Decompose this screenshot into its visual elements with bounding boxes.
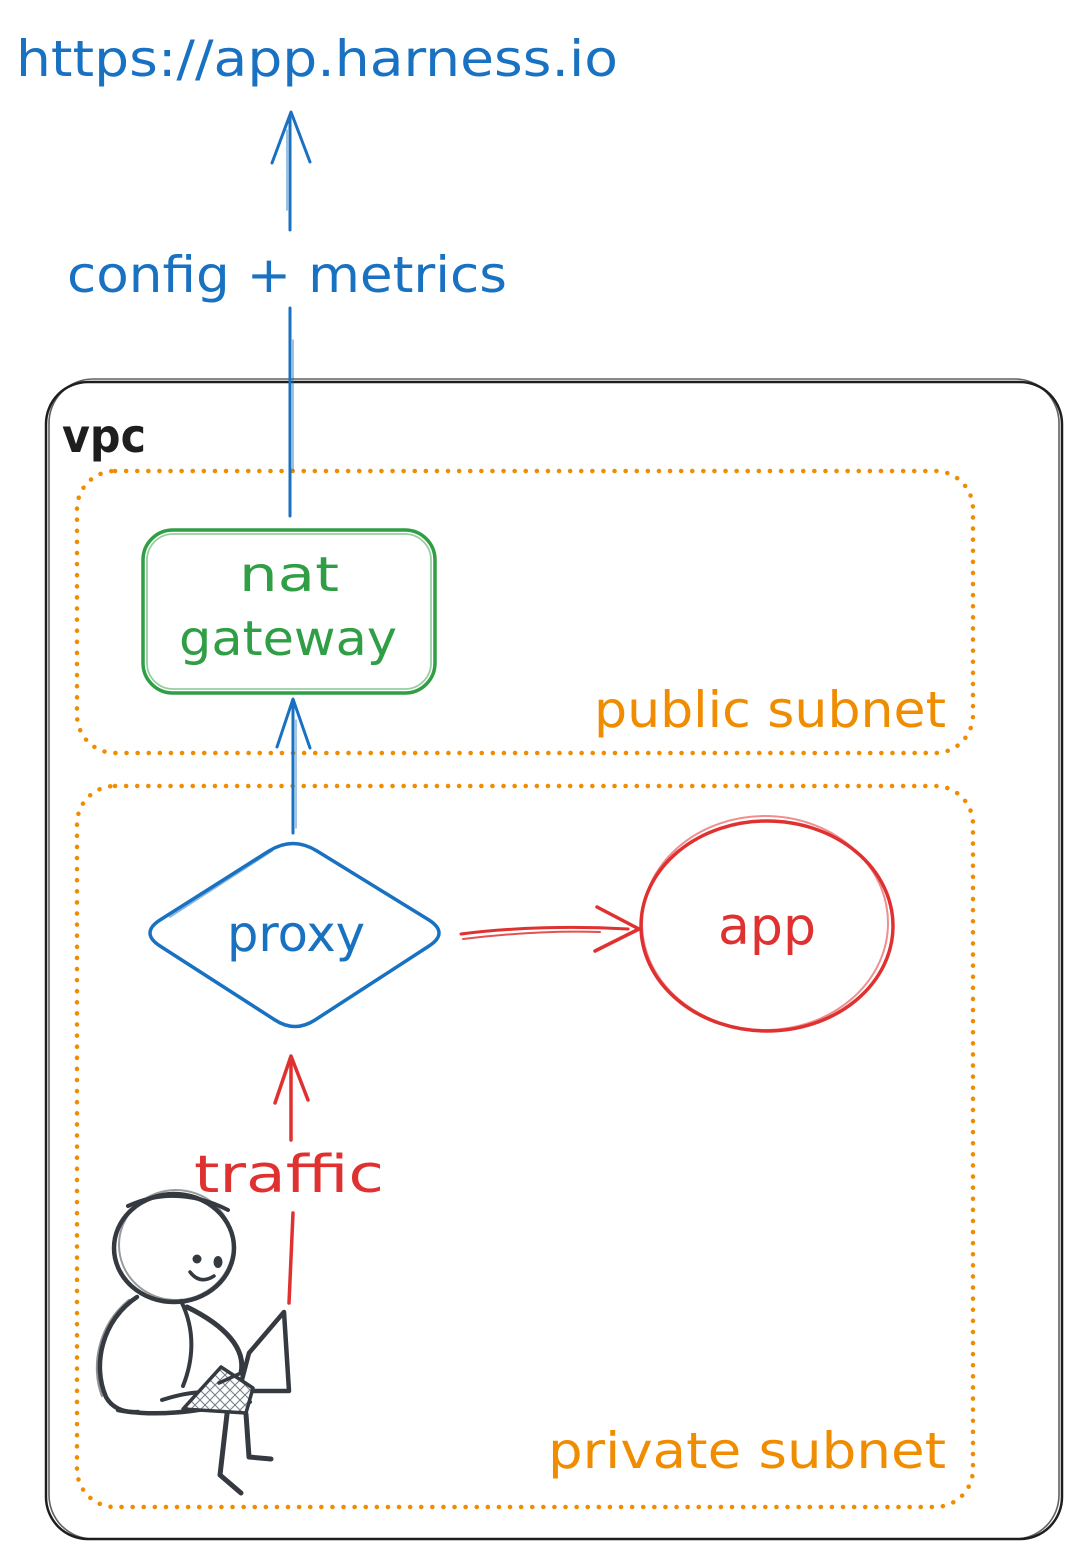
private-subnet-label: private subnet — [548, 1422, 946, 1480]
proxy-node: proxy — [148, 841, 441, 1029]
nat-gateway-node: nat gateway — [141, 528, 437, 695]
edge-user-to-proxy: traffic — [194, 1054, 384, 1305]
external-url-label: https://app.harness.io — [16, 30, 618, 88]
public-subnet-border — [74, 468, 976, 756]
laptop-keyboard — [181, 1365, 255, 1415]
edge-nat-to-harness: config + metrics — [67, 110, 507, 518]
person-arm — [184, 1304, 245, 1376]
person-torso-back — [97, 1294, 141, 1415]
person-leg-front — [243, 1411, 274, 1462]
arrowhead-up-icon — [275, 697, 312, 750]
person-torso-sketch-stroke — [95, 1298, 131, 1398]
nat-gateway-label-line1: nat — [239, 547, 339, 603]
traffic-label: traffic — [194, 1145, 384, 1205]
private-subnet-border — [74, 783, 976, 1510]
person-leg-back — [217, 1411, 244, 1496]
vpc-border — [44, 380, 1064, 1541]
arrowhead-up-icon — [270, 110, 312, 165]
arrowhead-up-icon — [273, 1054, 310, 1105]
edge-proxy-to-nat — [275, 697, 312, 835]
person-smile — [188, 1270, 216, 1282]
proxy-shape — [148, 841, 441, 1029]
private-subnet: private subnet — [74, 783, 976, 1510]
app-shape-sketch-stroke — [641, 815, 889, 1031]
nat-gateway-shape — [141, 528, 437, 695]
edge-proxy-to-app — [459, 905, 641, 953]
person-torso-front — [179, 1299, 194, 1388]
user-figure — [95, 1189, 292, 1496]
vpc-border-sketch-stroke — [48, 378, 1060, 1540]
person-eye-right — [213, 1256, 223, 1268]
person-head-sketch-stroke — [118, 1189, 234, 1301]
proxy-label: proxy — [227, 905, 365, 963]
nat-gateway-shape-sketch-stroke — [146, 533, 432, 690]
proxy-shape-sketch-stroke — [169, 850, 273, 918]
arrowhead-right-icon — [593, 905, 641, 953]
vpc-container: vpc — [44, 378, 1064, 1541]
app-shape — [639, 819, 895, 1033]
edge-shaft-sketch-stroke — [462, 930, 601, 940]
edge-shaft — [459, 925, 630, 936]
public-subnet: public subnet — [74, 468, 976, 756]
person-head — [111, 1191, 237, 1305]
person-eye-left — [192, 1254, 202, 1264]
app-label: app — [718, 897, 816, 957]
nat-gateway-label-line2: gateway — [179, 611, 397, 667]
person-hand — [217, 1371, 243, 1385]
laptop-screen — [236, 1309, 292, 1394]
edge-shaft-lower — [287, 1211, 295, 1305]
vpc-label: vpc — [62, 409, 146, 463]
app-node: app — [639, 815, 895, 1033]
config-metrics-label: config + metrics — [67, 246, 507, 304]
public-subnet-label: public subnet — [594, 681, 946, 739]
